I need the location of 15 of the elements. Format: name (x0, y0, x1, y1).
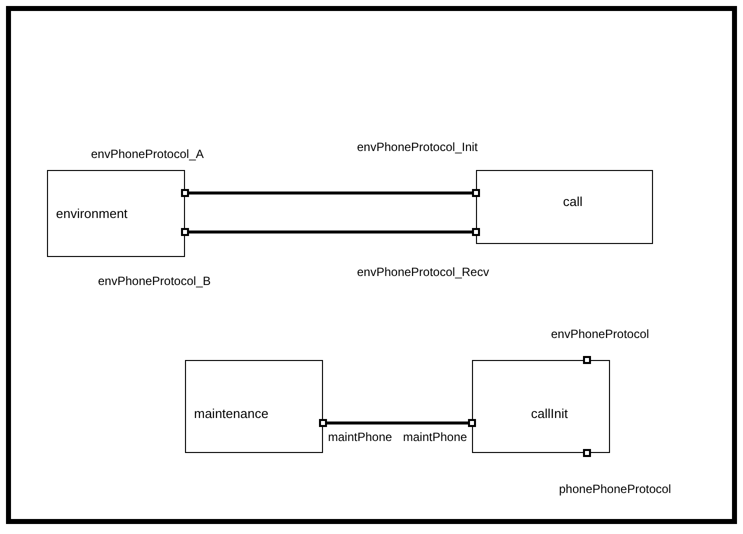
port-label: phonePhoneProtocol (559, 481, 672, 497)
port-label: envPhoneProtocol_Recv (357, 264, 490, 280)
port-label: envPhoneProtocol_Init (357, 139, 478, 155)
component-name: callInit (531, 406, 568, 422)
port-label: envPhoneProtocol_A (91, 146, 204, 162)
port-label: maintPhone (403, 429, 468, 445)
component-name: environment (56, 206, 128, 222)
connector-line (188, 230, 473, 234)
port-label: envPhoneProtocol_B (98, 273, 211, 289)
port-label: envPhoneProtocol (551, 326, 650, 342)
port-label: maintPhone (328, 429, 392, 445)
connector-line (188, 192, 473, 194)
component-name: maintenance (194, 406, 268, 422)
connector-line (326, 422, 469, 424)
component-name: call (563, 194, 583, 210)
